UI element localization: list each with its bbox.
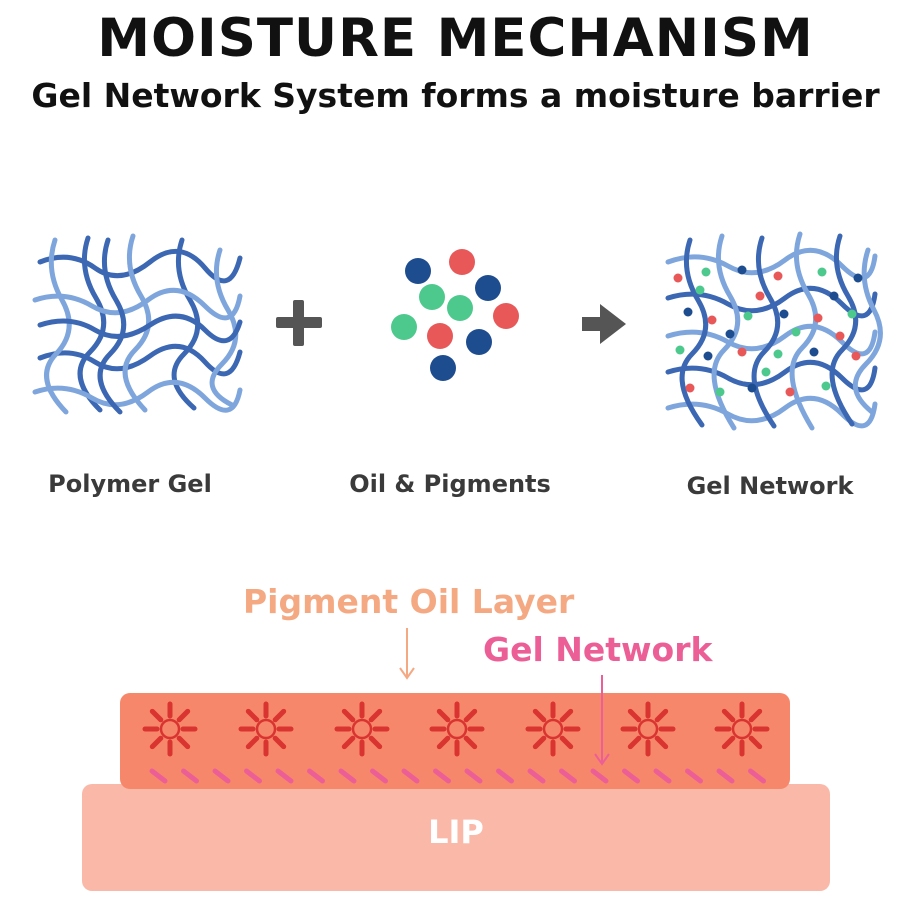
pigment-burst-icon — [620, 701, 676, 757]
polymer-gel-mesh-icon — [32, 233, 243, 415]
gel-dash — [559, 768, 577, 784]
gel-network-mesh-icon — [665, 231, 883, 431]
pigment-oil-layer-label: Pigment Oil Layer — [243, 582, 575, 621]
gel-dash — [401, 768, 420, 784]
arrow-right-icon — [582, 304, 626, 344]
gel-dash — [685, 768, 703, 784]
gel-dash — [370, 768, 388, 784]
pigment-burst-icon — [142, 701, 198, 757]
gel-dash — [716, 768, 735, 784]
gel-dash — [464, 768, 483, 784]
pigment-burst-icon — [238, 701, 294, 757]
pigment-burst-icon — [714, 701, 770, 757]
pigment-burst-icon — [525, 701, 581, 757]
pigment-burst-icon — [429, 701, 485, 757]
lip-label: LIP — [428, 813, 484, 851]
gel-dash — [338, 768, 357, 784]
page-title: MOISTURE MECHANISM — [97, 8, 814, 69]
gel-dash-row — [149, 768, 766, 784]
pigment-burst-icon — [334, 701, 390, 757]
gel-dash — [149, 768, 168, 784]
gel-network-pointer-arrow — [594, 675, 610, 766]
gel-dash — [590, 768, 609, 784]
gel-dash — [496, 768, 514, 784]
gel-dash — [275, 768, 294, 784]
gel-dash — [181, 768, 199, 784]
gel-dash — [527, 768, 546, 784]
gel-network-label: Gel Network — [686, 472, 854, 500]
gel-dash — [622, 768, 640, 784]
gel-dash — [653, 768, 672, 784]
gel-dash — [433, 768, 451, 784]
gel-dash — [307, 768, 325, 784]
page-subtitle: Gel Network System forms a moisture barr… — [31, 76, 880, 115]
gel-network-layer-label: Gel Network — [483, 630, 713, 669]
gel-dash — [244, 768, 262, 784]
gel-dash — [212, 768, 231, 784]
oil-pigment-dots-icon — [391, 249, 519, 381]
pigment-burst-row — [142, 701, 770, 757]
polymer-gel-label: Polymer Gel — [48, 470, 212, 498]
lip-layer — [82, 784, 830, 891]
oil-pigments-label: Oil & Pigments — [349, 470, 551, 498]
pigment-oil-pointer-arrow — [399, 628, 415, 680]
plus-icon — [276, 300, 322, 346]
gel-dash — [748, 768, 766, 784]
